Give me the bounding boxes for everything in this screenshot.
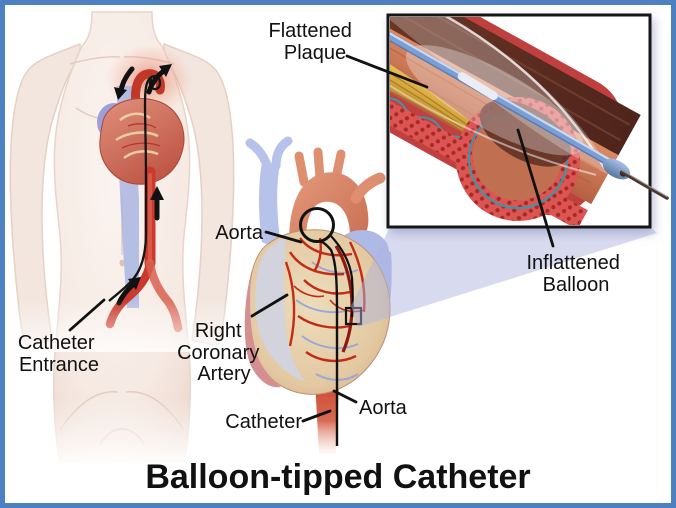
heart-smooth-region xyxy=(255,238,306,382)
leader-flattened-plaque xyxy=(345,54,429,89)
torso-figure xyxy=(5,11,245,468)
vena-cava-branches xyxy=(245,136,293,173)
superior-vena-cava xyxy=(259,162,282,252)
cardiac-veins xyxy=(295,261,359,381)
magnifier-beam xyxy=(351,227,657,327)
label-catheter: Catheter xyxy=(225,411,302,433)
leader-catheter xyxy=(301,409,332,423)
heart-myocardium-edge xyxy=(244,270,281,388)
label-aorta-bottom: Aorta xyxy=(359,397,408,419)
catheter-loop xyxy=(299,207,335,243)
catheter-shaft xyxy=(390,17,613,167)
label-inflattened-balloon: Inflattened Balloon xyxy=(527,252,626,296)
label-right-coronary-artery: Right Coronary Artery xyxy=(177,320,265,385)
descending-aorta-band xyxy=(315,380,339,454)
torso-fadeout xyxy=(5,398,245,468)
arrow-up-abdomen xyxy=(150,186,164,221)
leader-aorta-top xyxy=(264,230,303,244)
leader-catheter-entrance xyxy=(68,298,106,332)
torso-heart-marbling xyxy=(115,112,159,160)
navel xyxy=(119,259,125,267)
artery-cross-section xyxy=(390,17,641,225)
magnified-region-marker xyxy=(344,306,363,326)
central-heart xyxy=(244,136,392,454)
leader-right-coronary-artery xyxy=(250,293,289,318)
guidewire xyxy=(620,170,669,200)
label-aorta-top: Aorta xyxy=(215,222,264,244)
arms-fadeout xyxy=(5,300,245,352)
inset-box xyxy=(386,13,669,229)
arrow-curved-right xyxy=(146,64,172,95)
torso-heart-vessels xyxy=(121,123,161,149)
diagram-title: Balloon-tipped Catheter xyxy=(145,458,530,496)
label-flattened-plaque: Flattened Plaque xyxy=(269,20,358,64)
aortic-arch xyxy=(289,147,386,258)
torso-heart xyxy=(97,69,185,185)
leader-inflattened-balloon xyxy=(516,128,555,248)
medical-illustration-svg: Flattened Plaque Inflattened Balloon Aor… xyxy=(5,11,669,496)
leader-aorta-bottom xyxy=(332,389,358,404)
torso-heart-body xyxy=(99,98,185,185)
artery-lumen xyxy=(390,17,641,156)
arrow-curved-left xyxy=(114,66,135,100)
label-catheter-entrance: Catheter Entrance xyxy=(18,332,100,376)
catheter-central xyxy=(299,207,354,447)
